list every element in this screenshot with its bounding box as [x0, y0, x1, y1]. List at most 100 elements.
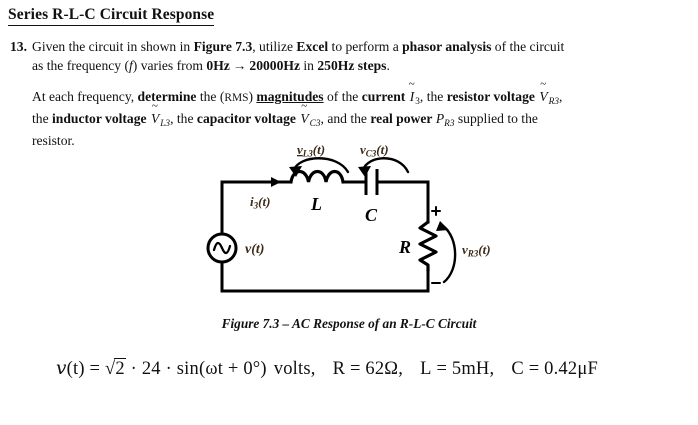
- text-fragment: as the frequency (: [32, 58, 129, 74]
- circuit-schematic-svg: vL3(t) vC3(t) i3(t) v(t) vR3(t) L C R: [206, 142, 491, 293]
- text-fragment: ) varies from: [132, 58, 207, 74]
- capacitor-component-label: C: [365, 205, 378, 225]
- capacitor-voltage-label: capacitor voltage: [196, 110, 296, 126]
- resistor-voltage-arc-icon: [436, 221, 457, 284]
- text-fragment: supplied to the: [454, 110, 538, 126]
- symbol-subscript: R3: [444, 118, 455, 129]
- text-fragment: , the: [170, 110, 197, 126]
- page-title: Series R-L-C Circuit Response: [8, 6, 215, 26]
- text-fragment: , and the: [320, 110, 371, 126]
- figure-caption: Figure 7.3 – AC Response of an R-L-C Cir…: [0, 316, 698, 332]
- symbol-subscript: L3: [160, 118, 171, 129]
- tilde-accent-icon: ~: [540, 77, 547, 90]
- real-power-label: real power: [370, 110, 433, 126]
- symbol-subscript: 3: [415, 96, 420, 107]
- capacitance-label: C: [511, 359, 524, 379]
- capacitor-voltage-label: vC3(t): [360, 142, 389, 159]
- problem-statement: 13. Given the circuit in shown in Figure …: [10, 37, 688, 150]
- frequency-step: 250Hz steps: [317, 58, 387, 74]
- symbol-subscript: C3: [309, 118, 321, 129]
- tilde-accent-icon: ~: [408, 77, 415, 90]
- equation-phase: + 0°): [223, 359, 267, 379]
- resistor-zigzag: [418, 220, 438, 273]
- frequency-variable: f: [129, 58, 133, 74]
- current-label: i3(t): [250, 194, 270, 211]
- text-fragment: , utilize: [252, 39, 297, 54]
- equation-radicand: 2: [114, 358, 126, 379]
- text-fragment: in: [299, 58, 318, 74]
- text-fragment: .: [386, 58, 390, 74]
- sine-wave-icon: [212, 241, 232, 255]
- current-direction-arrow-icon: [266, 177, 281, 187]
- rms-label: RMS: [224, 91, 249, 104]
- symbol-subscript: R3: [548, 96, 559, 107]
- current-label: current: [361, 88, 406, 104]
- equation-v-symbol: v: [56, 358, 67, 379]
- real-power-symbol: P: [435, 110, 445, 126]
- page-title-text: Series R-L-C Circuit Response: [8, 6, 215, 23]
- sqrt-icon: √: [105, 359, 116, 379]
- capacitor-voltage-phasor-symbol: ~V: [299, 100, 309, 128]
- current-phasor-symbol: ~I: [409, 78, 416, 106]
- tilde-accent-icon: ~: [151, 99, 158, 112]
- resistance-value: = 62Ω,: [349, 359, 404, 379]
- text-fragment: ,: [558, 88, 563, 104]
- text-fragment: resistor.: [32, 132, 75, 148]
- equation-amplitude: 24: [141, 359, 161, 379]
- inductor-voltage-phasor-symbol: ~V: [150, 100, 160, 128]
- text-fragment: At each frequency,: [32, 88, 138, 104]
- capacitor-voltage-arc-icon: [358, 157, 410, 177]
- equation-time-var: t: [217, 359, 224, 379]
- inductor-voltage-label: vL3(t): [297, 142, 325, 159]
- text-fragment: the: [32, 110, 53, 126]
- determine-keyword: determine: [137, 88, 197, 104]
- circuit-parameters-equation: v(t) = √2 · 24 · sin(ωt + 0°) volts, R = 6…: [56, 358, 598, 380]
- inductor-voltage-arc-icon: [289, 157, 350, 177]
- equation-sin-open: sin(: [176, 359, 206, 379]
- resistor-symbol: [418, 220, 438, 273]
- text-fragment: to perform a: [328, 39, 403, 54]
- phasor-analysis-keyword: phasor analysis: [402, 39, 492, 54]
- text-fragment: the (: [196, 88, 225, 104]
- excel-keyword: Excel: [296, 39, 329, 54]
- resistance-label: R: [332, 359, 346, 379]
- resistor-polarity-marks: [431, 206, 441, 284]
- omega-symbol: ω: [205, 359, 218, 379]
- ac-source-symbol: [206, 232, 238, 264]
- text-fragment: ): [248, 88, 257, 104]
- equation-of-t: (t): [66, 359, 85, 379]
- equation-dot-1: ·: [125, 359, 142, 379]
- problem-number: 13.: [10, 39, 27, 54]
- inductance-value: = 5mH,: [436, 359, 495, 379]
- capacitor-symbol: [364, 169, 379, 195]
- equation-dot-2: ·: [160, 359, 177, 379]
- circuit-diagram: vL3(t) vC3(t) i3(t) v(t) vR3(t) L C R: [0, 138, 698, 303]
- text-fragment: of the: [323, 88, 362, 104]
- text-fragment: Given the circuit in shown in: [32, 39, 194, 54]
- inductor-symbol: [289, 169, 345, 184]
- frequency-start: 0Hz: [206, 58, 230, 74]
- resistor-voltage-label: vR3(t): [462, 242, 491, 259]
- inductor-voltage-label: inductor voltage: [52, 110, 147, 126]
- resistor-component-label: R: [398, 237, 411, 257]
- figure-caption-text: Figure 7.3 – AC Response of an R-L-C Cir…: [221, 316, 477, 331]
- figure-reference: Figure 7.3: [193, 39, 253, 54]
- symbol-letter: I: [409, 88, 415, 104]
- symbol-letter: V: [300, 110, 309, 126]
- resistor-voltage-phasor-symbol: ~V: [538, 78, 548, 106]
- source-voltage-label: v(t): [245, 242, 264, 257]
- tilde-accent-icon: ~: [301, 99, 308, 112]
- inductor-component-label: L: [310, 194, 322, 214]
- text-fragment: , the: [419, 88, 447, 104]
- capacitance-value: = 0.42μF: [528, 359, 598, 379]
- equation-equals: =: [84, 359, 106, 379]
- arrow-icon: →: [232, 58, 247, 74]
- text-fragment: of the circuit: [491, 39, 565, 54]
- problem-paragraph-1: 13. Given the circuit in shown in Figure …: [10, 37, 688, 76]
- inductance-label: L: [420, 359, 432, 379]
- frequency-end: 20000Hz: [249, 58, 300, 74]
- symbol-letter: V: [539, 88, 548, 104]
- symbol-letter: V: [150, 110, 160, 126]
- magnitudes-keyword: magnitudes: [256, 88, 324, 104]
- equation-units: volts,: [273, 359, 316, 379]
